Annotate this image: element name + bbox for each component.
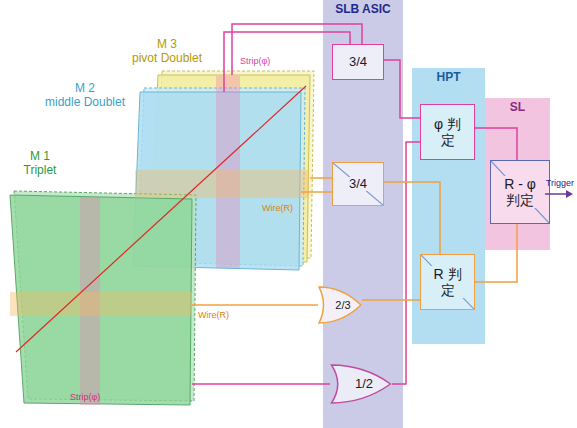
phi-judge-box: φ 判定 bbox=[420, 104, 475, 160]
coincidence-box: 3/4 bbox=[332, 162, 384, 206]
signal-line bbox=[392, 142, 420, 384]
chamber-label: M 1Triplet bbox=[10, 150, 70, 178]
chamber-outline bbox=[10, 195, 192, 405]
judge-text: R - φ 判定 bbox=[496, 176, 544, 208]
chamber-name: M 3 bbox=[128, 38, 206, 52]
signal-label: Strip(φ) bbox=[70, 392, 100, 402]
signal-label: Trigger bbox=[546, 178, 574, 188]
wire-band bbox=[135, 170, 309, 198]
chamber-name: M 1 bbox=[10, 150, 70, 164]
signal-label-holder: Strip(φ) bbox=[240, 56, 270, 66]
chamber-layer bbox=[10, 195, 192, 405]
signal-label: Strip(φ) bbox=[240, 56, 270, 66]
signal-line bbox=[475, 224, 517, 282]
band-title: HPT bbox=[437, 71, 461, 85]
signal-label: Wire(R) bbox=[262, 203, 293, 213]
r-phi-judge-box: R - φ 判定 bbox=[490, 160, 550, 224]
coincidence-box: 3/4 bbox=[332, 44, 384, 80]
band-title: SL bbox=[510, 101, 525, 115]
signal-line bbox=[192, 383, 330, 385]
band-title: SLB ASIC bbox=[335, 3, 391, 17]
chamber-name: pivot Doublet bbox=[128, 52, 206, 66]
judge-text: 3/4 bbox=[347, 177, 369, 192]
signal-line bbox=[384, 60, 420, 118]
judge-text: φ 判定 bbox=[431, 116, 465, 148]
muon-track bbox=[16, 86, 306, 352]
chamber-label: M 2middle Doublet bbox=[40, 82, 130, 110]
triplet-chamber: M 1Triplet bbox=[10, 195, 192, 405]
strip-band bbox=[80, 197, 100, 405]
chamber-name: middle Doublet bbox=[40, 96, 130, 110]
signal-label-holder: Trigger bbox=[546, 178, 574, 188]
strip-band bbox=[216, 76, 240, 268]
judge-text: 2/3 bbox=[333, 299, 352, 312]
diagonal-line bbox=[491, 161, 549, 223]
judge-text: 1/2 bbox=[353, 377, 375, 392]
slb-asic-band: SLB ASIC 3/4 3/4 2/3 1/2 bbox=[323, 0, 403, 428]
signal-line bbox=[475, 128, 517, 160]
hpt-band: HPT φ 判定 R 判定 bbox=[412, 68, 485, 344]
r-judge-box: R 判定 bbox=[420, 254, 475, 310]
chamber-name: Triplet bbox=[10, 164, 70, 178]
gate-outline bbox=[319, 287, 361, 323]
diagonal-line bbox=[421, 255, 474, 309]
signal-label: Wire(R) bbox=[198, 310, 229, 320]
chamber-name: M 2 bbox=[40, 82, 130, 96]
signal-label-holder: Strip(φ) bbox=[70, 392, 100, 402]
trigger-output-line bbox=[545, 193, 567, 195]
signal-line bbox=[384, 182, 440, 254]
signal-line bbox=[362, 299, 420, 301]
signal-label-holder: Wire(R) bbox=[262, 203, 293, 213]
signal-line bbox=[310, 177, 332, 179]
wire-band bbox=[10, 292, 192, 316]
judge-text: R 判定 bbox=[431, 266, 465, 298]
trigger-arrow-head bbox=[566, 190, 573, 198]
diagonal-line bbox=[333, 163, 383, 205]
chamber-label: M 3pivot Doublet bbox=[128, 38, 206, 66]
or-gate: 1/2 bbox=[330, 364, 392, 404]
judge-text: 3/4 bbox=[347, 55, 369, 70]
signal-label-holder: Wire(R) bbox=[198, 310, 229, 320]
signal-line bbox=[192, 304, 318, 306]
gate-outline bbox=[332, 365, 391, 403]
sl-band: SL R - φ 判定 bbox=[485, 98, 550, 250]
signal-line bbox=[301, 191, 332, 193]
logic-gate: 2/3 bbox=[318, 286, 362, 324]
signal-line bbox=[224, 32, 350, 92]
signal-line bbox=[232, 24, 362, 75]
